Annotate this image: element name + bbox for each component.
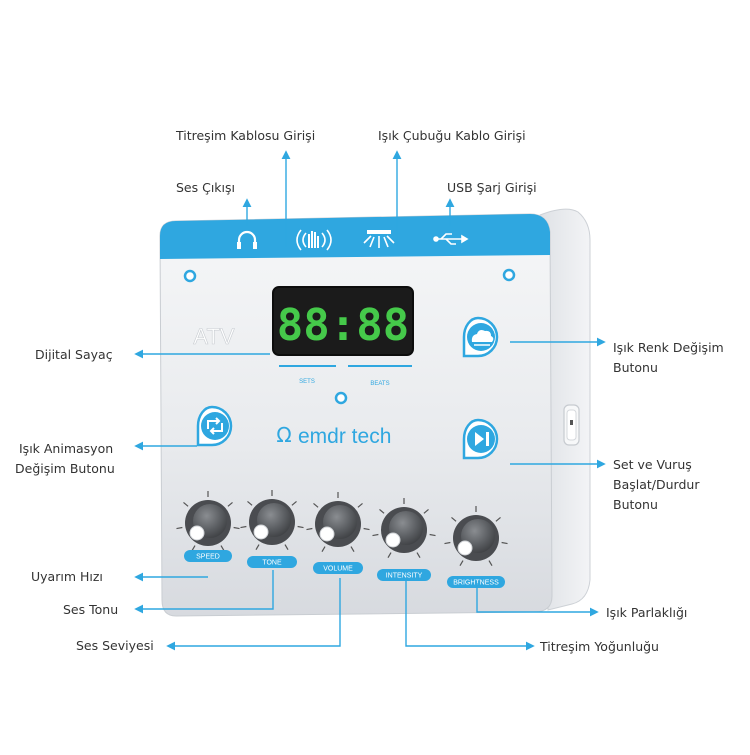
light-animation-button[interactable] [196,405,233,447]
sets-label: SETS [299,379,315,385]
brand-symbol: Ω [276,423,291,447]
set-beat-start-stop-button[interactable] [462,418,499,460]
status-led-center [334,391,348,405]
digital-display [272,286,414,356]
status-led-right [502,268,516,282]
cloud-icon [471,330,494,342]
beats-label: BEATS [370,381,389,387]
callout-stim-speed: Uyarım Hızı [31,569,103,584]
callout-light-color-2: Butonu [613,360,658,375]
knob-row: SPEED TONE VOLUME INTENSITY BRIGHTNESS [176,490,508,588]
callout-sound-tone: Ses Tonu [63,602,119,617]
callout-light-anim-1: Işık Animasyon [19,441,114,456]
knob-label-text-volume: VOLUME [323,566,353,573]
headphones-icon [237,230,257,249]
lightbar-icon [363,230,395,248]
cycle-arrows-icon [207,417,223,435]
line-volume [166,578,341,651]
callout-audio-out: Ses Çıkışı [176,180,236,195]
callout-usb-charge: USB Şarj Girişi [447,180,537,195]
knob-label-intensity: INTENSITY [377,569,431,581]
usb-icon [433,233,469,245]
knob-volume[interactable] [306,492,370,553]
callout-light-color-1: Işık Renk Değişim [613,340,724,355]
knob-tone[interactable] [240,490,304,551]
callout-light-brightness: Işık Parlaklığı [606,605,688,620]
status-led-left [183,269,197,283]
callout-set-beat-2: Başlat/Durdur [613,477,700,492]
callout-sound-volume: Ses Seviyesi [76,638,154,653]
callout-lightbar-cable: Işık Çubuğu Kablo Girişi [378,128,526,143]
line-brightness [476,583,599,617]
knob-label-brightness: BRIGHTNESS [447,576,505,588]
power-switch[interactable] [563,404,580,446]
callout-lines [134,150,606,651]
play-pause-icon [475,432,489,446]
knob-brightness[interactable] [444,506,508,567]
device-top-strip [160,214,550,259]
model-name: ATV [193,324,234,349]
knob-label-tone: TONE [247,556,297,568]
knob-label-text-tone: TONE [262,560,282,567]
light-color-button[interactable] [462,316,499,358]
knob-speed[interactable] [176,491,240,552]
callout-vibration-intensity: Titreşim Yoğunluğu [540,639,659,654]
knob-label-speed: SPEED [184,550,232,562]
line-intensity [405,579,535,651]
knob-label-text-intensity: INTENSITY [386,573,423,580]
knob-label-text-brightness: BRIGHTNESS [453,580,499,587]
knob-label-volume: VOLUME [313,562,363,574]
display-digits: 88:88 [277,300,409,351]
callout-light-anim-2: Değişim Butonu [15,461,115,476]
vibration-hand-icon [296,229,332,251]
callout-digital-counter: Dijital Sayaç [35,347,113,362]
brand-name: emdr tech [298,425,391,448]
callout-vibration-cable: Titreşim Kablosu Girişi [176,128,316,143]
line-tone [134,570,274,614]
knob-intensity[interactable] [372,498,436,559]
callout-set-beat-1: Set ve Vuruş [613,457,692,472]
callout-set-beat-3: Butonu [613,497,658,512]
knob-label-text-speed: SPEED [196,554,220,561]
